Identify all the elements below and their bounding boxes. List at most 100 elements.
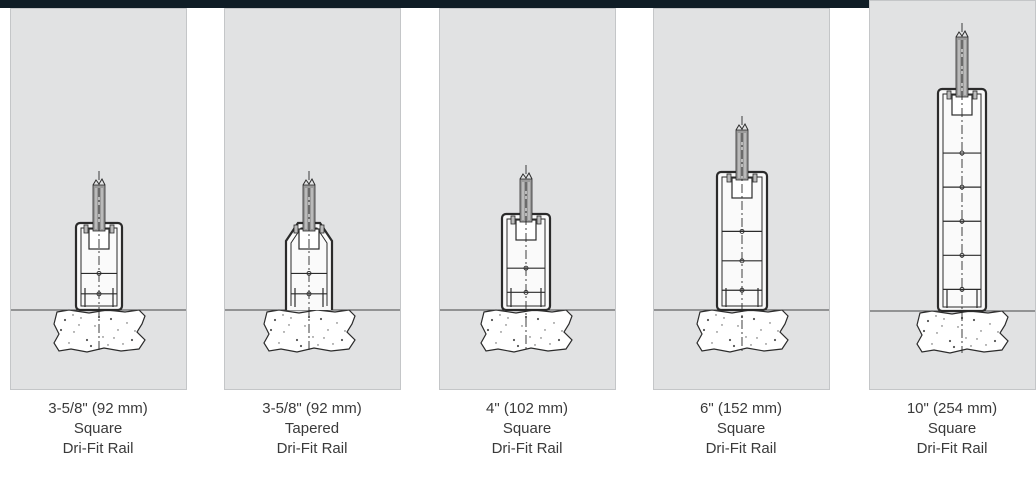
concrete-speck xyxy=(737,325,739,327)
concrete-speck xyxy=(997,331,999,333)
concrete-speck xyxy=(702,328,706,332)
concrete-speck xyxy=(561,330,563,332)
concrete-speck xyxy=(773,338,777,342)
concrete-speck xyxy=(109,317,113,321)
concrete-speck xyxy=(68,342,70,344)
concrete-speck xyxy=(765,343,767,345)
concrete-speck xyxy=(544,329,546,331)
concrete-speck xyxy=(499,314,501,316)
concrete-speck xyxy=(706,318,710,322)
gasket-right xyxy=(972,90,978,100)
concrete-speck xyxy=(952,345,956,349)
rail-profile-label: Square xyxy=(716,420,766,437)
rail-panel-5 xyxy=(869,0,1036,390)
concrete-speck xyxy=(59,328,63,332)
concrete-speck xyxy=(926,319,930,323)
concrete-speck xyxy=(107,344,109,346)
concrete-speck xyxy=(728,338,732,342)
concrete-speck xyxy=(495,342,497,344)
rail-profile-drawing xyxy=(870,23,1035,354)
concrete-speck xyxy=(769,322,771,324)
concrete-speck xyxy=(490,318,494,322)
concrete-speck xyxy=(85,338,89,342)
concrete-footing xyxy=(263,309,356,353)
concrete-speck xyxy=(716,331,718,333)
gasket-right xyxy=(752,173,758,183)
rail-name-label: Dri-Fit Rail xyxy=(705,440,777,457)
rail-caption-5: 10" (254 mm) Square Dri-Fit Rail xyxy=(852,399,1036,459)
concrete-speck xyxy=(756,337,758,339)
concrete-speck xyxy=(760,329,762,331)
concrete-speck xyxy=(972,318,976,322)
concrete-speck xyxy=(290,317,292,319)
concrete-speck xyxy=(943,318,945,320)
concrete-speck xyxy=(80,317,82,319)
concrete-speck xyxy=(78,324,80,326)
concrete-speck xyxy=(117,329,119,331)
rail-name-label: Dri-Fit Rail xyxy=(916,440,988,457)
concrete-speck xyxy=(73,331,75,333)
concrete-speck xyxy=(97,315,101,319)
concrete-speck xyxy=(317,344,319,346)
concrete-speck xyxy=(553,322,555,324)
concrete-speck xyxy=(282,314,284,316)
rail-profile-label: Tapered xyxy=(284,420,340,437)
rail-size-label: 10" (254 mm) xyxy=(906,400,998,417)
rail-profile-drawing xyxy=(440,165,615,353)
rail-profile-drawing xyxy=(654,116,829,353)
concrete-speck xyxy=(295,338,299,342)
concrete-speck xyxy=(557,338,561,342)
concrete-speck xyxy=(948,339,952,343)
concrete-speck xyxy=(304,325,306,327)
concrete-speck xyxy=(344,330,346,332)
concrete-speck xyxy=(524,315,528,319)
gasket-left xyxy=(726,173,732,183)
rail-profile-label: Square xyxy=(502,420,552,437)
concrete-speck xyxy=(273,318,277,322)
concrete-speck xyxy=(336,322,338,324)
drain-hole xyxy=(739,228,745,234)
rail-size-label: 3-5/8" (92 mm) xyxy=(262,400,362,417)
concrete-speck xyxy=(715,314,717,316)
concrete-speck xyxy=(752,317,756,321)
concrete-speck xyxy=(122,343,124,345)
concrete-speck xyxy=(540,337,542,339)
concrete-speck xyxy=(976,338,978,340)
concrete-speck xyxy=(278,342,280,344)
concrete-speck xyxy=(936,332,938,334)
gasket-left xyxy=(510,215,516,225)
concrete-speck xyxy=(307,315,311,319)
rail-name-label: Dri-Fit Rail xyxy=(491,440,563,457)
concrete-speck xyxy=(549,343,551,345)
concrete-speck xyxy=(516,344,520,348)
gasket-left xyxy=(946,90,952,100)
rail-caption-1: 3-5/8" (92 mm) Square Dri-Fit Rail xyxy=(0,399,198,459)
concrete-speck xyxy=(993,339,997,343)
concrete-speck xyxy=(323,337,325,339)
concrete-speck xyxy=(134,330,136,332)
gasket-right xyxy=(319,224,325,234)
concrete-speck xyxy=(130,338,134,342)
concrete-speck xyxy=(340,338,344,342)
concrete-speck xyxy=(63,318,67,322)
concrete-speck xyxy=(957,326,959,328)
concrete-speck xyxy=(980,330,982,332)
concrete-speck xyxy=(102,336,104,338)
rail-caption-3: 4" (102 mm) Square Dri-Fit Rail xyxy=(427,399,627,459)
concrete-speck xyxy=(72,314,74,316)
concrete-speck xyxy=(283,331,285,333)
concrete-speck xyxy=(536,317,540,321)
concrete-speck xyxy=(922,329,926,333)
rail-panel-2 xyxy=(224,8,401,390)
concrete-speck xyxy=(512,338,516,342)
gasket-left xyxy=(83,224,89,234)
concrete-speck xyxy=(931,343,933,345)
gasket-right xyxy=(109,224,115,234)
concrete-speck xyxy=(745,336,747,338)
rail-name-label: Dri-Fit Rail xyxy=(276,440,348,457)
rail-size-label: 6" (152 mm) xyxy=(699,400,782,417)
concrete-speck xyxy=(319,317,323,321)
rail-profile-label: Square xyxy=(927,420,977,437)
rail-panel-3 xyxy=(439,8,616,390)
concrete-speck xyxy=(269,328,273,332)
